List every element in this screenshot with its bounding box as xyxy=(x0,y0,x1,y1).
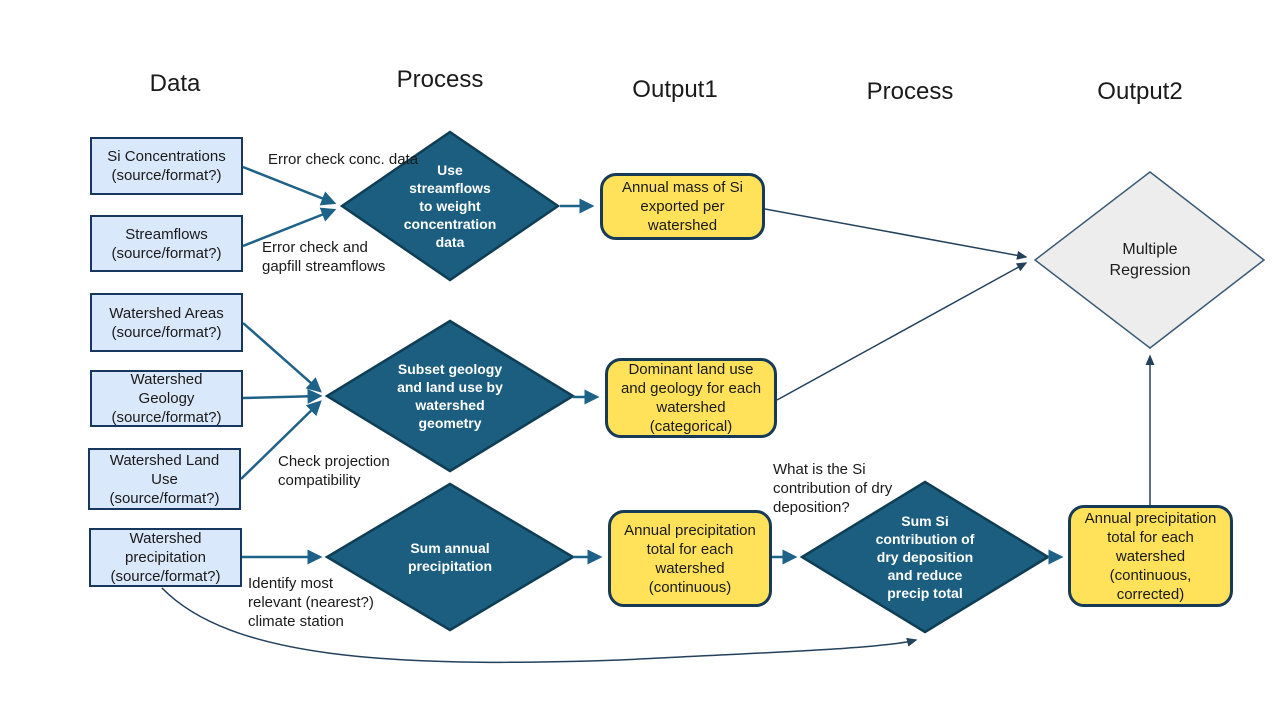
connector-output1-to-regression xyxy=(764,208,1028,260)
process-diamond-dry-deposition xyxy=(799,480,1051,634)
connector-areas-to-subset xyxy=(242,322,322,393)
connector-geology-to-subset xyxy=(242,388,323,404)
column-header-output1: Output1 xyxy=(632,76,718,103)
process-diamond-weight-concentration xyxy=(339,130,561,282)
data-box-watershed-precipitation: Watershed precipitation (source/format?) xyxy=(89,528,242,587)
connector-landuse-to-subset xyxy=(240,400,322,480)
output-box-dominant-landuse-geology: Dominant land use and geology for each w… xyxy=(605,358,777,438)
column-header-process-1: Process xyxy=(396,66,484,93)
process-diamond-sum-precipitation xyxy=(324,482,576,632)
edge-label-check-projection: Check projection compatibility xyxy=(278,453,390,489)
connector-output2-to-regression xyxy=(776,262,1028,401)
data-box-watershed-land-use: Watershed Land Use (source/format?) xyxy=(88,448,241,510)
data-box-watershed-geology: Watershed Geology (source/format?) xyxy=(90,370,243,427)
data-box-watershed-areas: Watershed Areas (source/format?) xyxy=(90,293,243,352)
column-header-data: Data xyxy=(149,70,201,97)
edge-label-identify-climate-station: Identify most relevant (nearest?) climat… xyxy=(248,575,374,630)
final-diamond-multiple-regression xyxy=(1033,171,1266,349)
output-box-precip-total: Annual precipitation total for each wate… xyxy=(608,510,772,607)
output-box-precip-total-corrected: Annual precipitation total for each wate… xyxy=(1068,505,1233,607)
data-box-si-concentrations: Si Concentrations (source/format?) xyxy=(90,137,243,195)
output-box-annual-si-mass: Annual mass of Si exported per watershed xyxy=(600,173,765,240)
column-header-process-2: Process xyxy=(866,78,954,105)
data-box-streamflows: Streamflows (source/format?) xyxy=(90,215,243,272)
process-diamond-subset-geology xyxy=(324,319,576,473)
connector-precip-to-drydep-curve xyxy=(161,587,918,664)
column-header-output2: Output2 xyxy=(1097,78,1183,105)
edge-label-si-dry-deposition-question: What is the Si contribution of dry depos… xyxy=(773,461,893,516)
connector-streamflows-to-weight xyxy=(242,207,337,248)
edge-label-error-check-conc: Error check conc. data xyxy=(268,151,419,168)
edge-label-error-check-gapfill: Error check and gapfill streamflows xyxy=(262,239,386,275)
connector-si-to-weight xyxy=(242,165,337,206)
